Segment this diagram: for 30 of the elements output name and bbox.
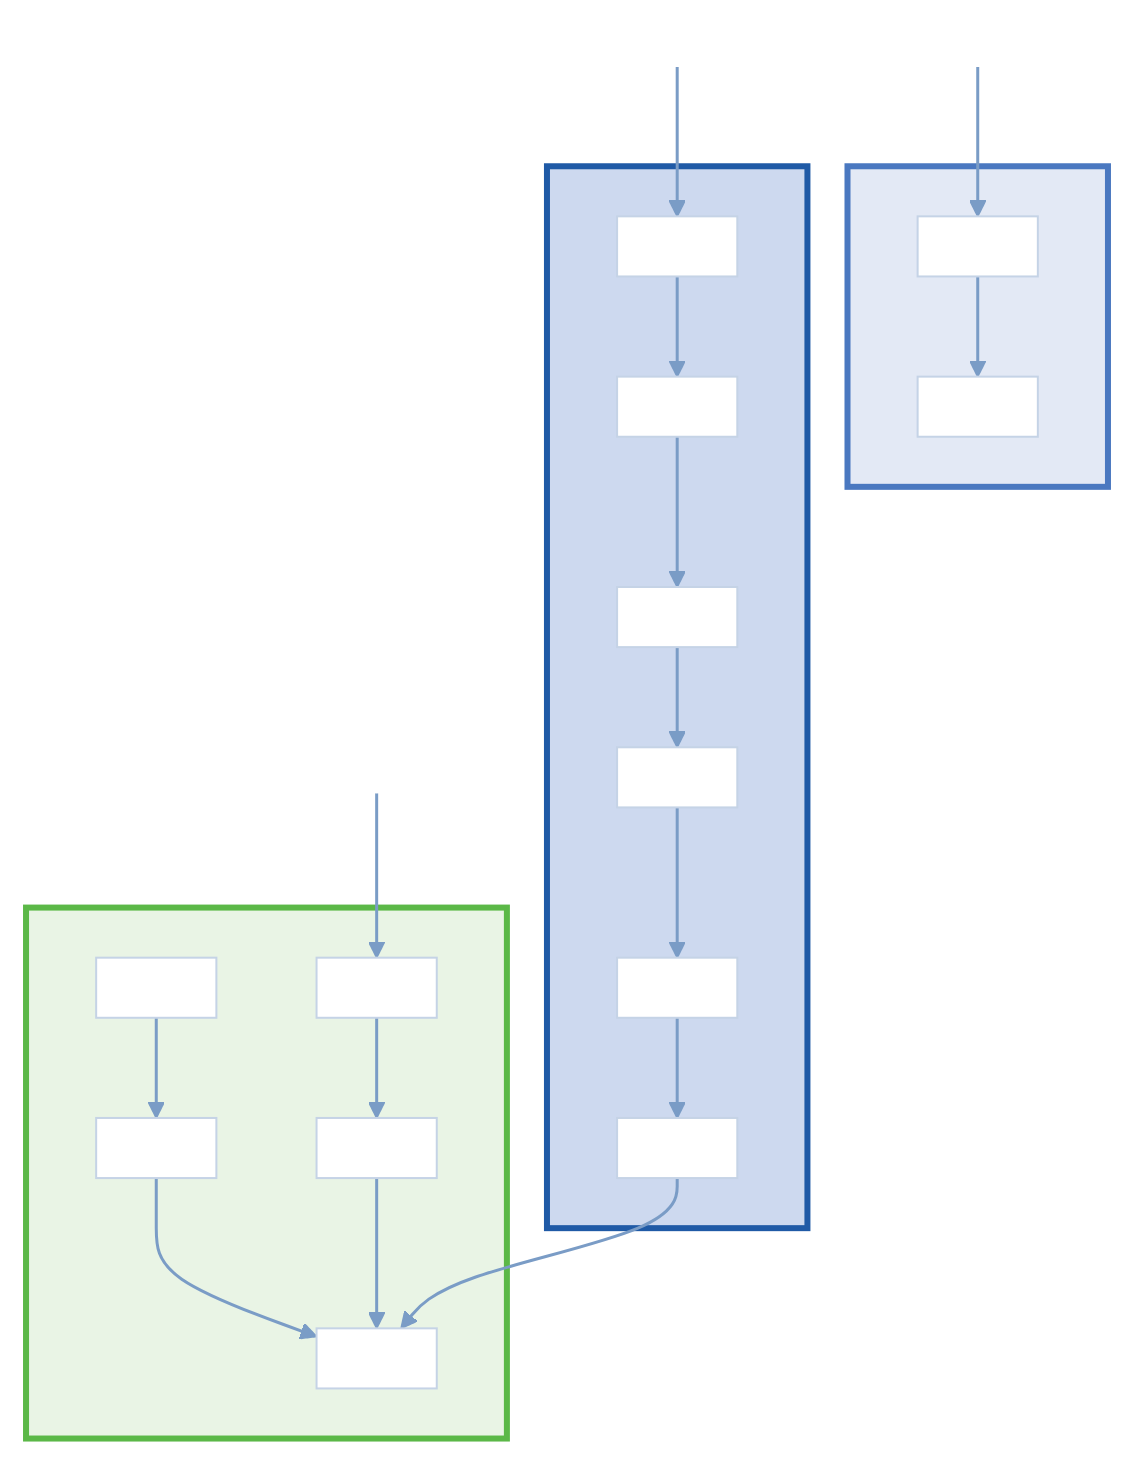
- arrow: [400, 1177, 679, 1329]
- node-box: [315, 1327, 438, 1390]
- arrow: [668, 646, 686, 748]
- arrow: [668, 436, 686, 588]
- node-box: [616, 375, 739, 438]
- arrow: [668, 1017, 686, 1119]
- node-box: [315, 956, 438, 1019]
- node-box: [616, 1116, 739, 1179]
- node-box: [916, 375, 1039, 438]
- node-box: [616, 956, 739, 1019]
- arrow: [668, 276, 686, 378]
- arrow: [668, 65, 686, 217]
- cluster: [23, 904, 510, 1442]
- node-box: [95, 1116, 218, 1179]
- node-box: [95, 956, 218, 1019]
- arrow: [367, 792, 386, 959]
- node-box: [916, 215, 1039, 278]
- node-box: [616, 746, 739, 809]
- arrow: [367, 1177, 386, 1329]
- arrow: [154, 1177, 318, 1340]
- arrow: [968, 276, 987, 378]
- arrow: [668, 807, 686, 959]
- node-box: [616, 585, 739, 648]
- arrow: [147, 1017, 166, 1119]
- arrow: [367, 1017, 386, 1119]
- cluster: [844, 162, 1111, 490]
- arrow: [968, 65, 987, 217]
- node-box: [315, 1116, 438, 1179]
- cluster: [543, 162, 811, 1231]
- node-box: [616, 215, 739, 278]
